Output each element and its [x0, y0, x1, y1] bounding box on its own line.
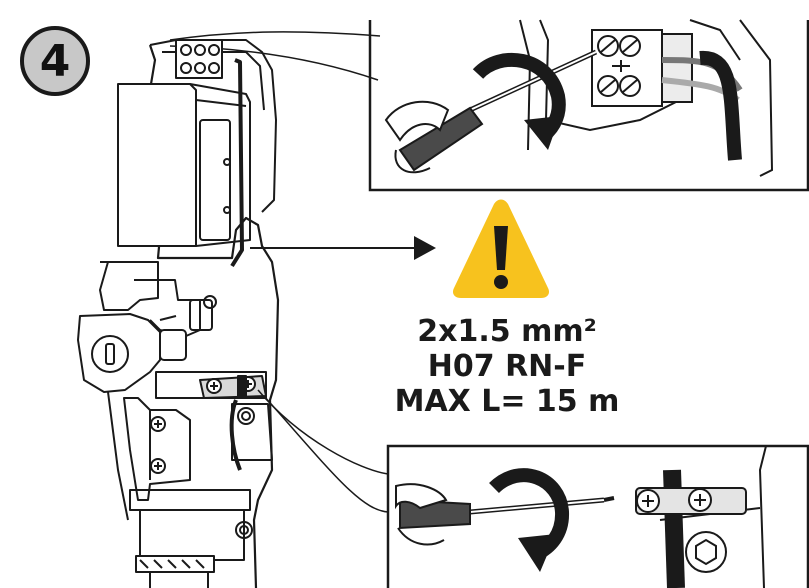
- cable-spec: 2x1.5 mm² H07 RN-F MAX L= 15 m: [372, 314, 642, 419]
- detail-box-terminal: [368, 19, 809, 192]
- cable-max-length: MAX L= 15 m: [394, 384, 620, 419]
- pointer-arrow-icon: [250, 236, 436, 260]
- step-badge: 4: [20, 26, 90, 96]
- cable-type: H07 RN-F: [427, 349, 587, 384]
- device-body: [77, 31, 381, 588]
- rotate-arrow-icon: [489, 468, 569, 572]
- step-number: 4: [39, 36, 71, 87]
- rotate-arrow-icon: [472, 52, 566, 150]
- screwdriver-icon: [384, 49, 598, 174]
- detail-box-clamp: [257, 389, 809, 588]
- screwdriver-icon: [395, 483, 615, 546]
- cable-section: 2x1.5 mm²: [417, 314, 597, 349]
- warning-triangle-icon: [452, 199, 550, 298]
